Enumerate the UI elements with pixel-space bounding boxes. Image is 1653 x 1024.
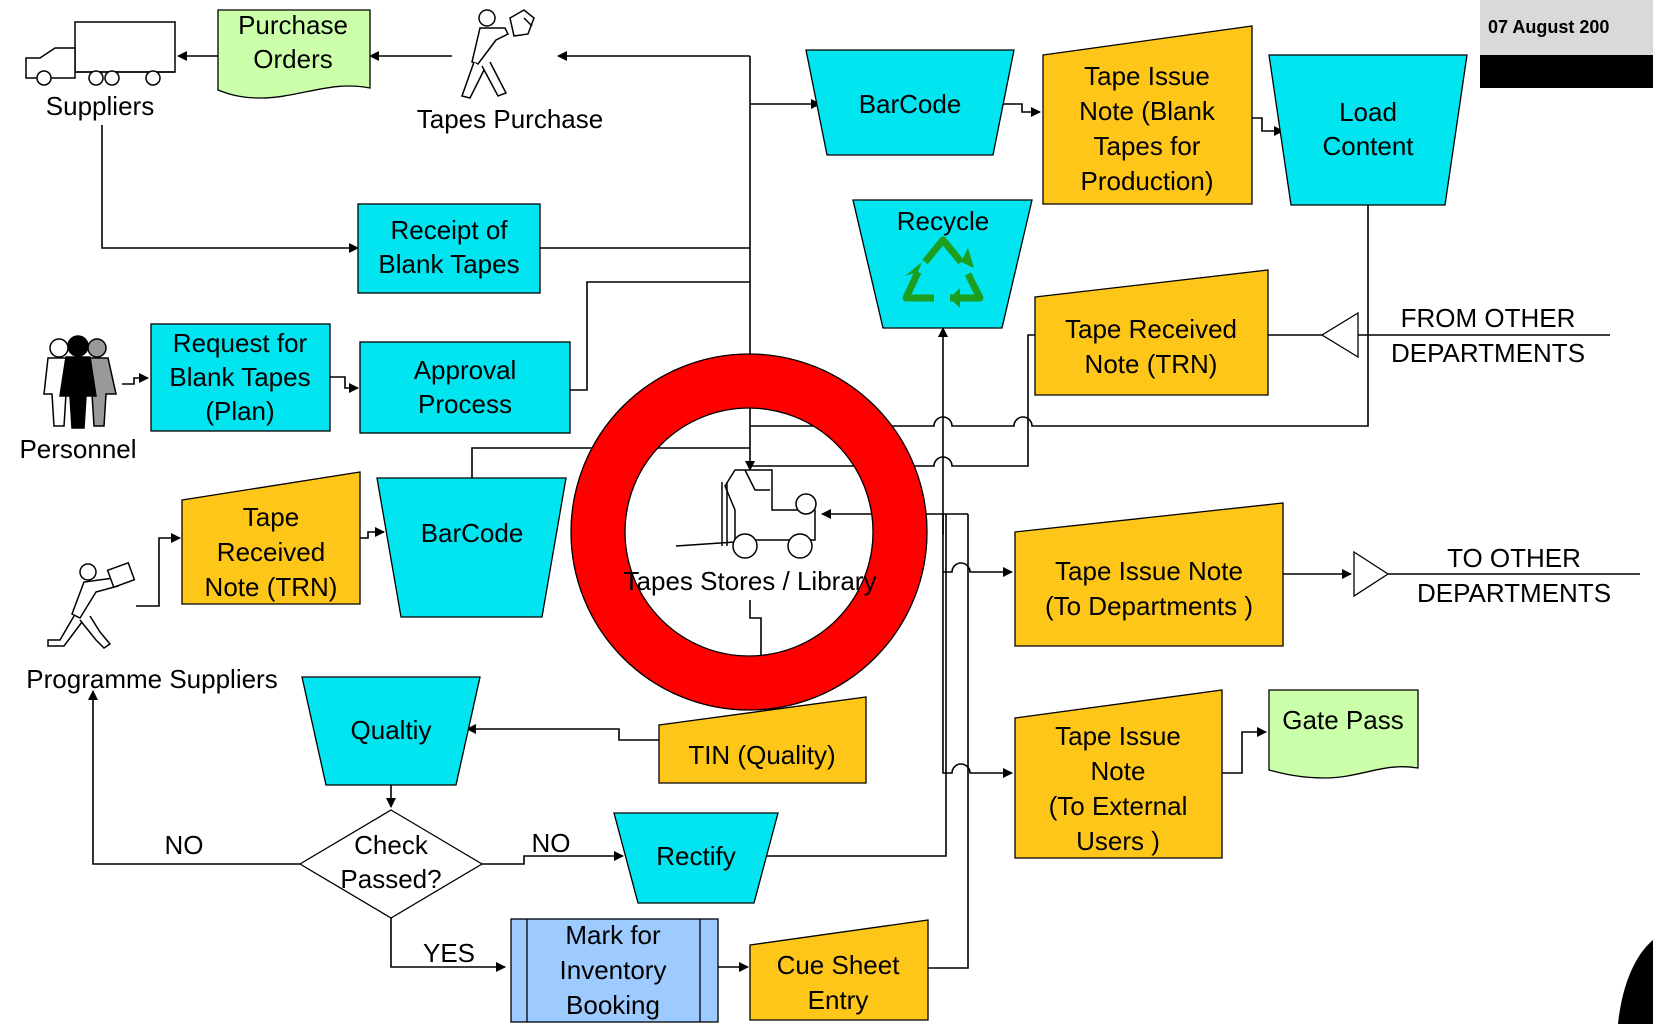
tape-received-note-left: Tape Received Note (TRN) [181,471,361,605]
rectify-label: Rectify [656,841,735,871]
check-line-1: Check [354,830,429,860]
mark-for-inventory-booking: Mark for Inventory Booking [510,918,719,1023]
quality: Qualtiy [301,676,481,786]
barcode-mid-label: BarCode [421,518,524,548]
cue-sheet-entry: Cue Sheet Entry [749,919,929,1021]
tapes-purchase-label: Tapes Purchase [417,104,603,134]
receipt-line-2: Blank Tapes [378,249,519,279]
tin-external-line-2: Note [1091,756,1146,786]
barcode-top: BarCode [805,49,1015,156]
purchase-orders-label-2: Orders [253,44,332,74]
tin-departments-line-1: Tape Issue Note [1055,556,1243,586]
edge-label-no-right: NO [532,828,571,858]
check-line-2: Passed? [340,864,441,894]
corner-shape [1618,940,1653,1024]
person-carrying-money-icon [461,9,535,99]
barcode-mid: BarCode [376,477,567,618]
trn-left-line-3: Note (TRN) [205,572,338,602]
tape-issue-note-external: Tape Issue Note (To External Users ) [1014,689,1223,859]
mark-line-1: Mark for [565,920,661,950]
request-line-3: (Plan) [205,396,274,426]
trn-left-line-2: Received [217,537,325,567]
recycle: Recycle [852,199,1033,329]
from-other-line-1: FROM OTHER [1401,303,1576,333]
gate-pass-label: Gate Pass [1282,705,1403,735]
request-line-2: Blank Tapes [169,362,310,392]
load-content: Load Content [1268,54,1468,206]
tin-external-line-1: Tape Issue [1055,721,1181,751]
mark-line-2: Inventory [560,955,667,985]
date-label: 07 August 200 [1488,17,1609,37]
receipt-line-1: Receipt of [390,215,508,245]
people-group-icon [43,335,117,429]
connector-lines [88,51,1640,972]
truck-icon [25,21,176,86]
load-content-line-2: Content [1322,131,1414,161]
tapes-stores-label: Tapes Stores / Library [624,566,877,596]
trn-left-line-1: Tape [243,502,299,532]
tin-quality: TIN (Quality) [658,696,867,784]
edge-label-yes: YES [423,938,475,968]
cue-sheet-line-2: Entry [808,985,869,1015]
trn-top-line-2: Note (TRN) [1085,349,1218,379]
to-other-line-2: DEPARTMENTS [1417,578,1611,608]
to-other-departments: TO OTHER DEPARTMENTS [1353,543,1611,608]
tape-issue-note-departments: Tape Issue Note (To Departments ) [1014,502,1284,647]
edge-label-no-left: NO [165,830,204,860]
check-passed-decision: Check Passed? [298,809,484,919]
tin-quality-label: TIN (Quality) [688,740,835,770]
personnel-label: Personnel [19,434,136,464]
from-other-line-2: DEPARTMENTS [1391,338,1585,368]
quality-label: Qualtiy [351,715,432,745]
suppliers-label: Suppliers [46,91,154,121]
tin-departments-line-2: (To Departments ) [1045,591,1253,621]
approval-line-2: Process [418,389,512,419]
tin-production-line-1: Tape Issue [1084,61,1210,91]
trn-top-line-1: Tape Received [1065,314,1237,344]
recycle-label: Recycle [897,206,989,236]
to-other-line-1: TO OTHER [1447,543,1581,573]
tin-production-line-2: Note (Blank [1079,96,1216,126]
gate-pass-doc: Gate Pass [1268,689,1419,779]
from-other-departments: FROM OTHER DEPARTMENTS [1320,303,1585,368]
barcode-top-label: BarCode [859,89,962,119]
person-carrying-box-icon [47,561,136,649]
load-content-line-1: Load [1339,97,1397,127]
request-blank-tapes: Request for Blank Tapes (Plan) [150,323,331,432]
approval-process: Approval Process [359,341,571,434]
approval-line-1: Approval [414,355,517,385]
tape-received-note-top: Tape Received Note (TRN) [1034,269,1269,396]
purchase-orders-doc: Purchase Orders [217,9,371,99]
programme-suppliers-label: Programme Suppliers [26,664,277,694]
mark-line-3: Booking [566,990,660,1020]
request-line-1: Request for [173,328,308,358]
purchase-orders-label-1: Purchase [238,10,348,40]
rectify: Rectify [613,812,779,904]
cue-sheet-line-1: Cue Sheet [777,950,901,980]
tin-production-line-4: Production) [1081,166,1214,196]
forklift-icon [675,469,817,559]
tin-production-line-3: Tapes for [1094,131,1201,161]
tapes-stores-library: Tapes Stores / Library [570,353,928,711]
tin-external-line-4: Users ) [1076,826,1160,856]
receipt-blank-tapes: Receipt of Blank Tapes [357,203,541,294]
date-banner: 07 August 200 [1480,0,1653,88]
tin-external-line-3: (To External [1049,791,1188,821]
tape-issue-note-production: Tape Issue Note (Blank Tapes for Product… [1042,25,1253,205]
